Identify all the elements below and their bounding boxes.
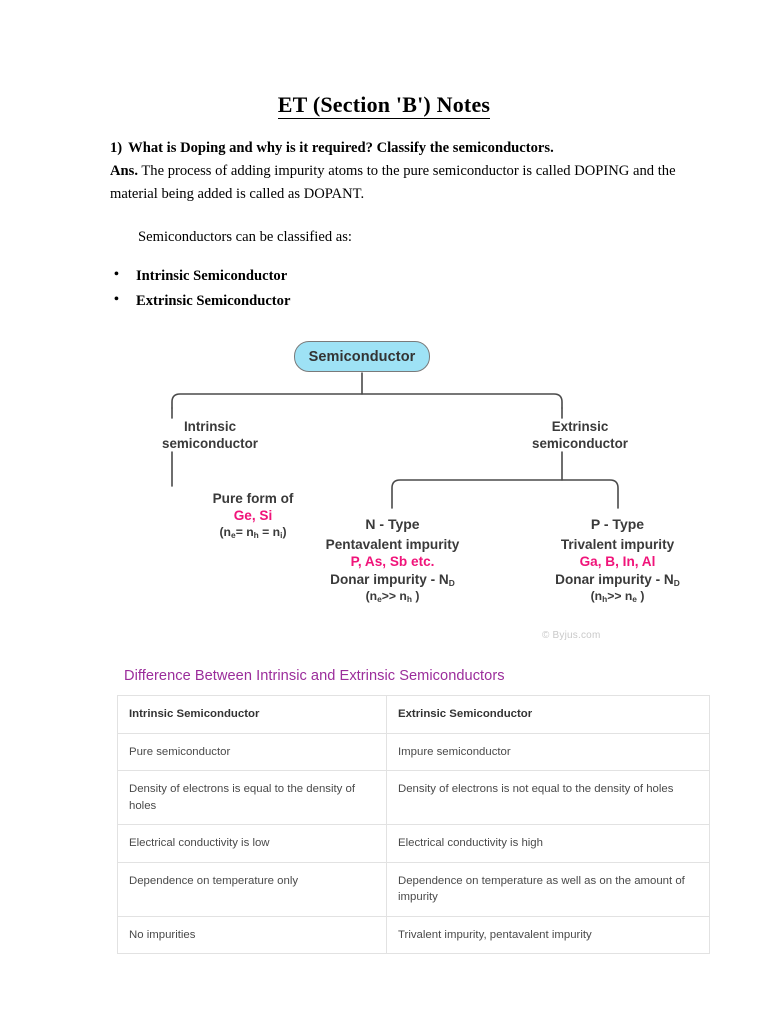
semiconductor-type-list: Intrinsic Semiconductor Extrinsic Semico…: [110, 263, 530, 314]
diagram-leaf-ntype: Pentavalent impurity P, As, Sb etc. Dona…: [285, 536, 500, 604]
ntype-rel-sub2: h: [406, 593, 412, 604]
table-cell-extrinsic: Density of electrons is not equal to the…: [386, 770, 710, 826]
diagram-label-extrinsic-line2: semiconductor: [532, 435, 628, 451]
table-row: Electrical conductivity is low Electrica…: [117, 824, 710, 863]
answer-label: Ans.: [110, 163, 138, 179]
ntype-donor-sub: D: [448, 577, 455, 588]
ptype-elements: Ga, B, In, Al: [579, 554, 656, 570]
ptype-impurity-type: Trivalent impurity: [560, 537, 675, 552]
comparison-table-heading: Difference Between Intrinsic and Extrins…: [124, 668, 505, 684]
formula-sub-e: e: [231, 529, 236, 540]
table-cell-intrinsic: No impurities: [117, 915, 387, 955]
question-text: What is Doping and why is it required? C…: [128, 140, 554, 156]
ntype-rel-sub1: e: [377, 593, 382, 604]
ptype-rel-sub1: h: [602, 593, 608, 604]
classify-line: Semiconductors can be classified as:: [138, 229, 352, 245]
diagram-label-extrinsic-line1: Extrinsic: [551, 419, 609, 434]
table-cell-extrinsic: Dependence on temperature as well as on …: [386, 861, 710, 917]
diagram-label-intrinsic-line2: semiconductor: [162, 435, 258, 451]
formula-open: (n: [219, 524, 232, 539]
list-item: Extrinsic Semiconductor: [110, 288, 530, 314]
intrinsic-pure-form-label: Pure form of: [212, 491, 294, 506]
comparison-table-block: Difference Between Intrinsic and Extrins…: [117, 668, 710, 955]
table-header-intrinsic: Intrinsic Semiconductor: [117, 695, 387, 734]
table-row: Density of electrons is equal to the den…: [117, 770, 710, 826]
table-cell-intrinsic: Electrical conductivity is low: [117, 824, 387, 863]
page-title: ET (Section 'B') Notes: [0, 92, 768, 119]
table-row: Pure semiconductor Impure semiconductor: [117, 732, 710, 772]
diagram-leaf-intrinsic: Pure form of Ge, Si (ne= nh = ni): [168, 490, 338, 541]
table-cell-extrinsic: Electrical conductivity is high: [386, 824, 710, 863]
diagram-label-intrinsic: Intrinsic semiconductor: [130, 419, 290, 452]
connector-level1-bracket: [171, 393, 563, 409]
diagram-leaf-ptype: Trivalent impurity Ga, B, In, Al Donar i…: [510, 536, 725, 604]
table-cell-intrinsic: Dependence on temperature only: [117, 861, 387, 917]
question-line: 1) What is Doping and why is it required?…: [110, 138, 690, 159]
diagram-watermark: © Byjus.com: [542, 630, 601, 641]
table-header-row: Intrinsic Semiconductor Extrinsic Semico…: [117, 695, 710, 734]
diagram-connectors: [171, 372, 619, 509]
formula-mid-2: = n: [258, 524, 281, 539]
ptype-carrier-relation: (nh>> ne ): [510, 589, 725, 605]
page-title-text: ET (Section 'B') Notes: [277, 92, 491, 119]
diagram-node-semiconductor-label: Semiconductor: [308, 348, 416, 365]
ptype-donor-prefix: Donar impurity - N: [555, 571, 674, 587]
ptype-rel-mid: >> n: [607, 588, 633, 603]
diagram-label-intrinsic-line1: Intrinsic: [183, 419, 237, 434]
answer-text: The process of adding impurity atoms to …: [110, 163, 676, 202]
semiconductor-classification-diagram: Semiconductor Intrinsic semiconductor Ex…: [110, 328, 680, 658]
formula-close: ): [282, 524, 287, 539]
list-item: Intrinsic Semiconductor: [110, 263, 530, 289]
ptype-rel-sub2: e: [632, 593, 637, 604]
ntype-rel-mid: >> n: [381, 588, 407, 603]
ntype-rel-close: ): [411, 588, 420, 603]
table-row: Dependence on temperature only Dependenc…: [117, 861, 710, 917]
answer-paragraph: Ans. The process of adding impurity atom…: [110, 160, 682, 205]
table-cell-extrinsic: Impure semiconductor: [386, 732, 710, 772]
ntype-elements: P, As, Sb etc.: [350, 554, 435, 570]
formula-sub-i: i: [280, 529, 283, 540]
ptype-rel-open: (n: [590, 588, 603, 603]
ntype-carrier-relation: (ne>> nh ): [285, 589, 500, 605]
formula-sub-h: h: [253, 529, 259, 540]
ptype-rel-close: ): [636, 588, 645, 603]
question-number: 1): [110, 140, 123, 156]
comparison-table: Intrinsic Semiconductor Extrinsic Semico…: [117, 695, 710, 955]
ptype-donor: Donar impurity - ND: [510, 571, 725, 589]
diagram-ntype-title: N - Type: [365, 516, 420, 532]
table-header-extrinsic: Extrinsic Semiconductor: [386, 695, 710, 734]
intrinsic-elements: Ge, Si: [233, 508, 273, 524]
ntype-donor-prefix: Donar impurity - N: [330, 571, 449, 587]
table-cell-intrinsic: Density of electrons is equal to the den…: [117, 770, 387, 826]
table-cell-intrinsic: Pure semiconductor: [117, 732, 387, 772]
table-cell-extrinsic: Trivalent impurity, pentavalent impurity: [386, 915, 710, 955]
ntype-impurity-type: Pentavalent impurity: [325, 537, 460, 552]
intrinsic-carrier-relation: (ne= nh = ni): [168, 525, 338, 541]
connector-level2-bracket: [391, 479, 619, 509]
ptype-donor-sub: D: [673, 577, 680, 588]
diagram-node-semiconductor: Semiconductor: [294, 341, 430, 372]
table-row: No impurities Trivalent impurity, pentav…: [117, 915, 710, 955]
formula-mid-1: = n: [235, 524, 254, 539]
ntype-rel-open: (n: [365, 588, 378, 603]
diagram-label-extrinsic: Extrinsic semiconductor: [500, 419, 660, 452]
ntype-donor: Donar impurity - ND: [285, 571, 500, 589]
diagram-ptype-title: P - Type: [590, 516, 645, 532]
